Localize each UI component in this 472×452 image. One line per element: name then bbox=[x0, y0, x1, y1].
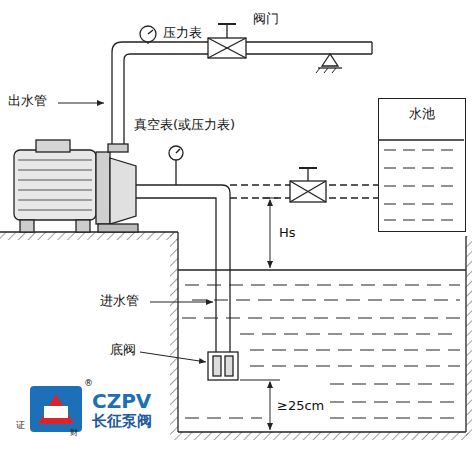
dimension-label: Hs bbox=[278, 226, 297, 241]
trademark-mark: ® bbox=[84, 378, 93, 388]
logo-text: 证 bbox=[16, 420, 25, 430]
brand-name: 长征泵阀 bbox=[92, 413, 152, 430]
part-label: 出水管 bbox=[8, 94, 47, 109]
dimension-label: ≥25cm bbox=[276, 399, 325, 414]
tank-label: 水池 bbox=[379, 99, 465, 122]
brand-name: CZPV bbox=[92, 390, 151, 413]
part-label: 压力表 bbox=[163, 26, 202, 41]
part-label: 进水管 bbox=[100, 294, 139, 309]
part-label: 阀门 bbox=[253, 12, 279, 27]
tank-box: 水池 bbox=[378, 98, 466, 232]
part-label: 底阀 bbox=[110, 343, 136, 358]
part-label: 真空表(或压力表) bbox=[134, 118, 235, 133]
logo-text: 财 bbox=[70, 428, 78, 437]
